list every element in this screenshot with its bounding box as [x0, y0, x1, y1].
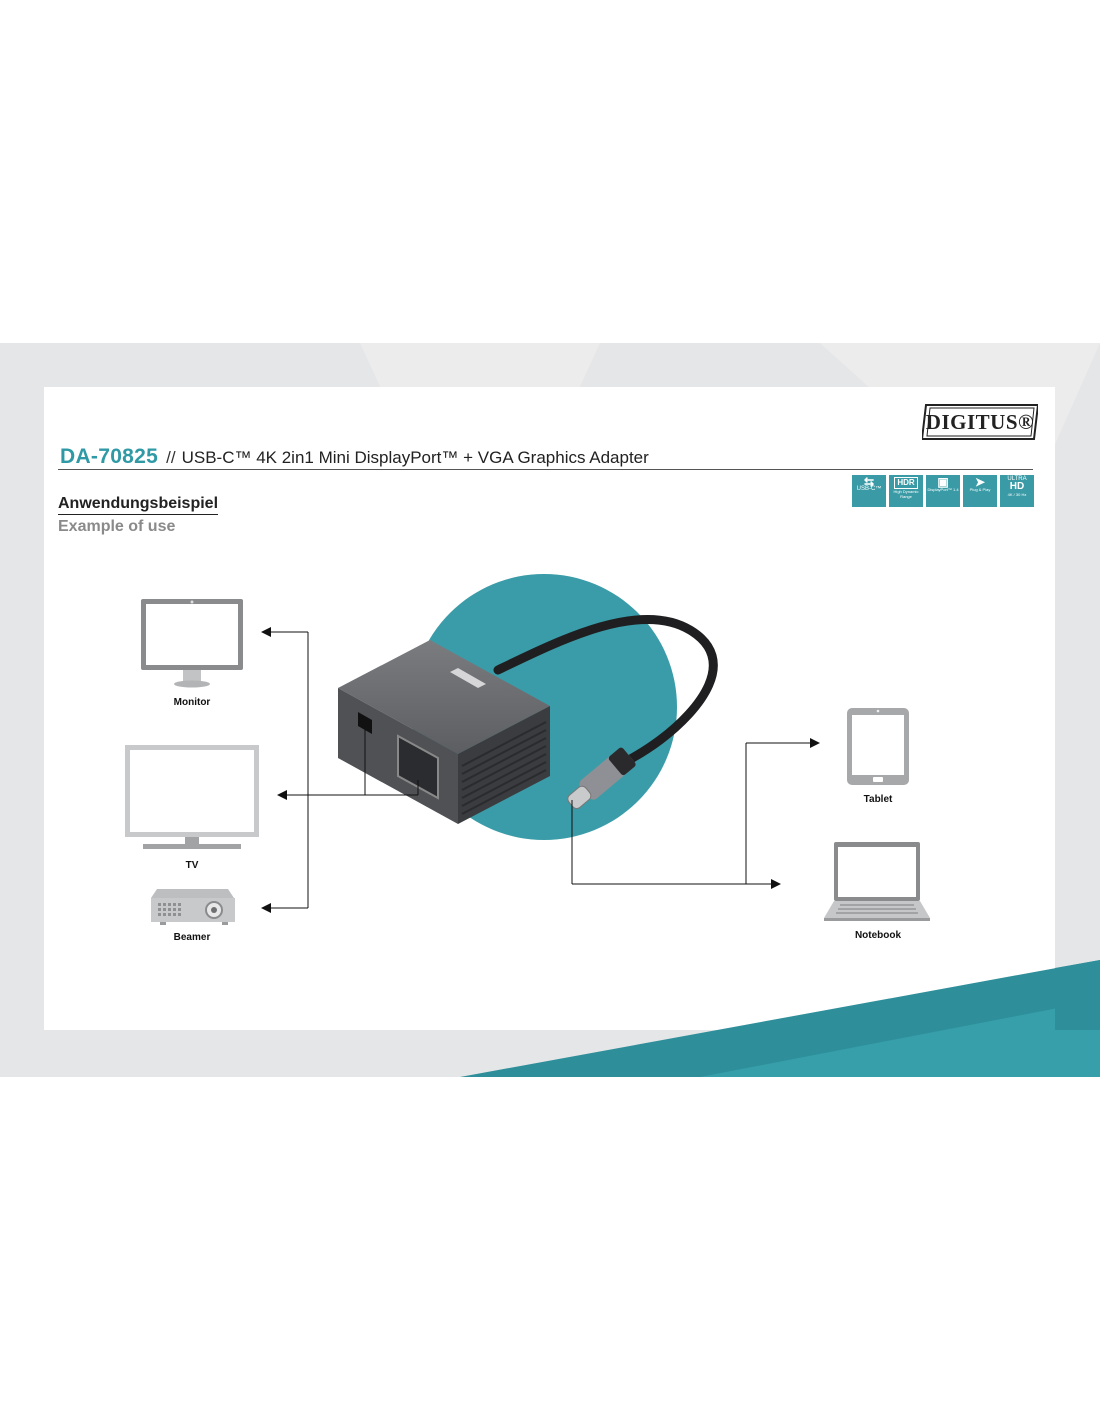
projector-icon: [151, 889, 235, 925]
usb-c-icon: ⇆ USB-C™: [852, 475, 886, 507]
usb-c-plug: [567, 747, 636, 810]
section-title-de: Anwendungsbeispiel: [58, 495, 219, 515]
laptop-icon: [824, 842, 930, 921]
logo-text: DIGITUS®: [925, 410, 1035, 434]
hdr-icon: HDR High Dynamic Range: [889, 475, 923, 507]
model-number: DA-70825: [60, 445, 159, 468]
adapter-body: [338, 640, 550, 824]
product-name: USB-C™ 4K 2in1 Mini DisplayPort™ + VGA G…: [181, 448, 649, 467]
title-rule: [58, 469, 1033, 470]
tv-icon: [125, 745, 259, 849]
device-label-monitor: Monitor: [173, 697, 211, 708]
device-label-tv: TV: [185, 860, 199, 871]
ultra-hd-icon: ULTRA HD 4K / 30 Hz: [1000, 475, 1034, 507]
tablet-icon: [847, 708, 909, 785]
title-row: DA-70825 // USB-C™ 4K 2in1 Mini DisplayPor…: [60, 445, 649, 469]
vga-port: [397, 734, 439, 800]
device-label-notebook: Notebook: [854, 930, 902, 941]
digitus-logo: DIGITUS®: [922, 403, 1038, 441]
section-title-en: Example of use: [58, 518, 176, 535]
usb-cable: [493, 614, 718, 770]
monitor-icon: [141, 599, 243, 688]
device-label-beamer: Beamer: [173, 932, 211, 943]
device-label-tablet: Tablet: [863, 794, 893, 805]
plug-and-play-icon: ➤ Plug & Play: [963, 475, 997, 507]
title-separator: //: [166, 448, 176, 467]
mini-displayport: [358, 712, 372, 734]
displayport-icon: ▣ DisplayPort™ 1.4: [926, 475, 960, 507]
